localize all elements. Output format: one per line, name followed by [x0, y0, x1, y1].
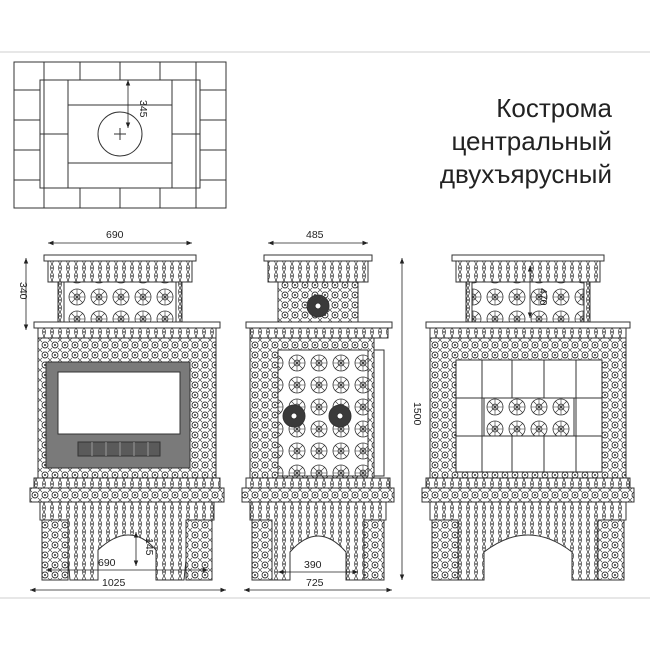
front-leg-height-label: 145 — [143, 538, 155, 556]
plan-view — [13, 61, 227, 209]
title-line-2: центральный — [451, 126, 612, 156]
side-base-inner-label: 390 — [304, 559, 322, 571]
front-top-height-label: 340 — [17, 282, 29, 300]
firebox-glass — [57, 371, 181, 435]
front-top-width-label: 690 — [106, 229, 124, 241]
side-rosettes — [282, 294, 352, 428]
title-line-3: двухъярусный — [439, 159, 612, 189]
front-base-inner-label: 690 — [98, 557, 116, 569]
front-total-width-label: 1025 — [102, 577, 126, 589]
front-view — [29, 254, 225, 581]
side-total-height-label: 1500 — [411, 402, 423, 426]
plan-depth-label: 345 — [137, 100, 149, 118]
back-hidden-firebox-outline — [455, 362, 603, 473]
title-block: Кострома центральный двухъярусный — [440, 92, 612, 191]
title-line-1: Кострома — [496, 93, 612, 123]
side-total-width-label: 725 — [306, 577, 324, 589]
side-top-width-label: 485 — [306, 229, 324, 241]
back-top-height-label: 470 — [537, 288, 549, 306]
